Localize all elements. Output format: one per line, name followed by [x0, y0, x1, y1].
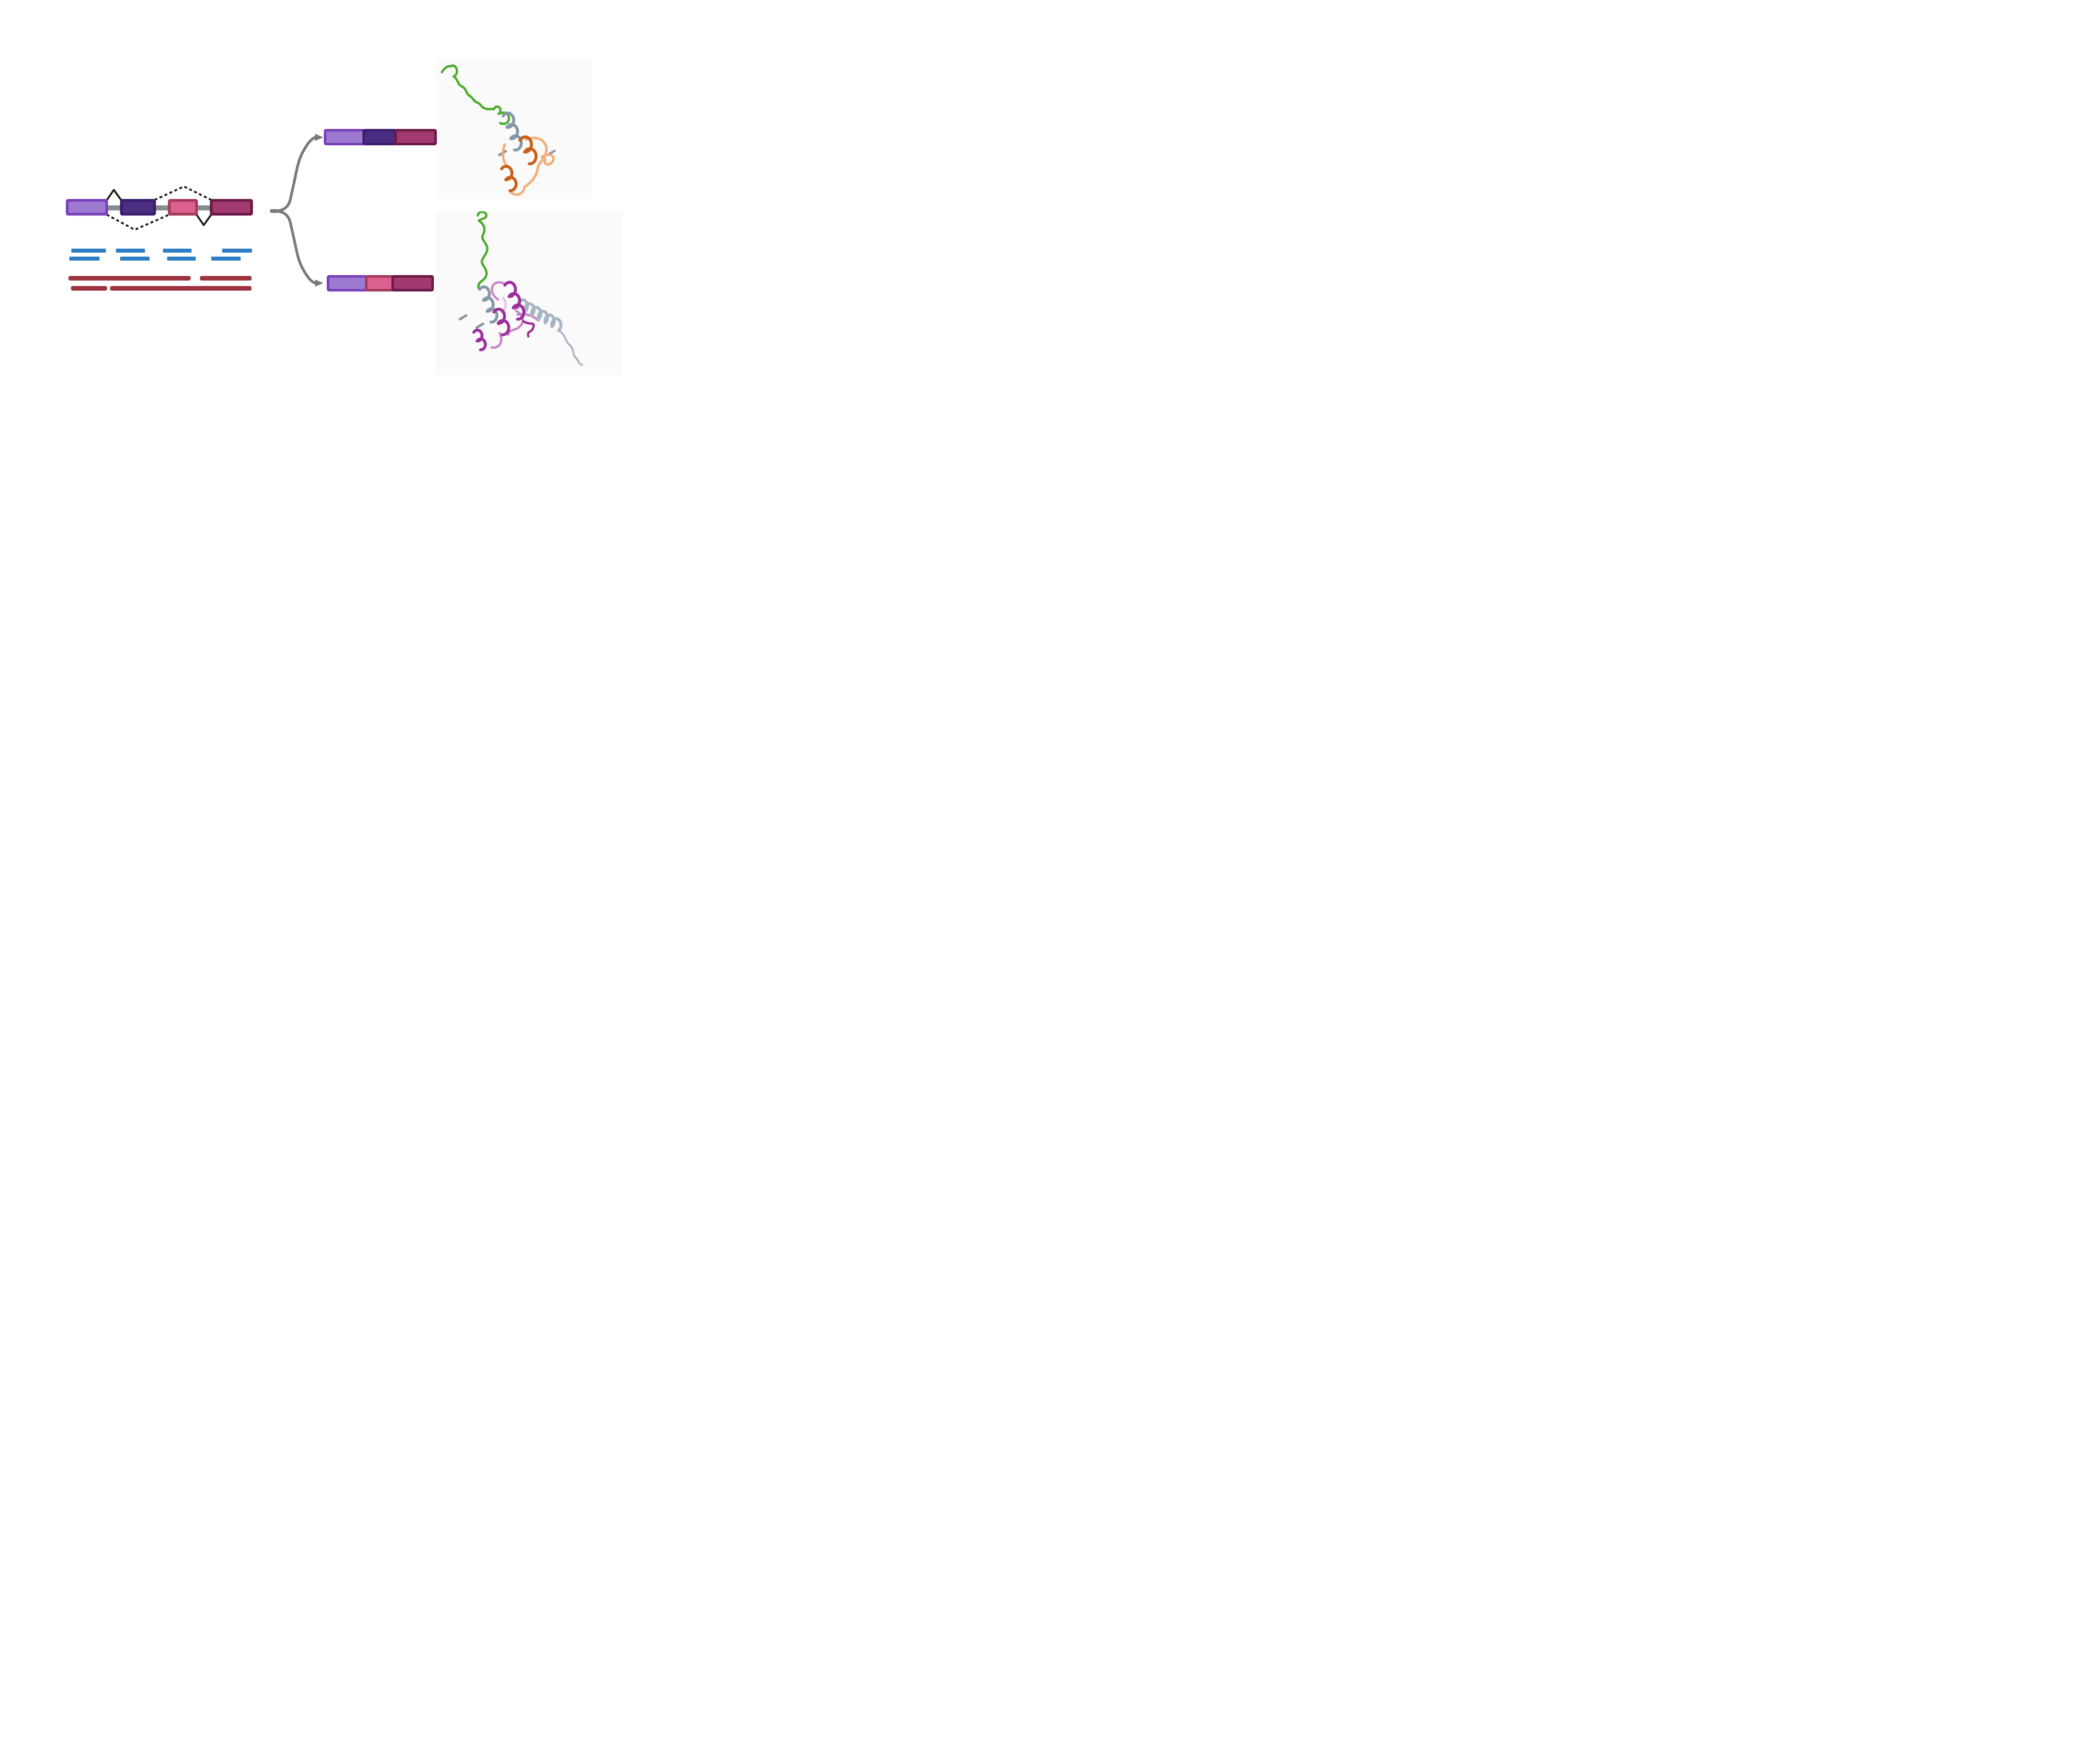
orange-domain-helices [500, 135, 538, 192]
gene-track [66, 185, 253, 231]
linker-helix-gray [459, 285, 499, 329]
short-read-r2-1 [69, 257, 100, 261]
arrow-to-isoform-2 [276, 210, 317, 285]
exon-1 [66, 199, 108, 216]
brace-stub [270, 209, 278, 213]
branch-arrows [270, 134, 323, 287]
short-read-r1-4 [222, 249, 252, 253]
long-read-r2-2 [110, 286, 252, 291]
splice-exon3-exon4 [196, 214, 212, 226]
short-read-r1-1 [71, 249, 106, 253]
splice-exon2-exon4 [154, 185, 212, 201]
isoform-1-segment-exon4 [394, 129, 437, 145]
isoform-2-segment-exon4 [391, 275, 434, 291]
arrowhead-icon [315, 134, 323, 141]
long-read-r1-2 [200, 276, 252, 281]
intron-line [70, 205, 250, 210]
arrowhead-icon [315, 279, 323, 287]
splice-exon1-exon3 [106, 213, 170, 231]
short-read-r2-3 [167, 257, 196, 261]
short-read-r2-4 [211, 257, 241, 261]
exon-3 [168, 199, 198, 216]
purple-domain-helices [472, 281, 535, 352]
isoform-1-segment-exon1 [324, 129, 365, 145]
long-read-r2-1 [71, 286, 107, 291]
short-read-r1-3 [163, 249, 192, 253]
long-reads-track [68, 276, 252, 291]
splice-exon1-exon2 [106, 189, 122, 201]
protein-panel [436, 211, 623, 376]
isoform-bars [324, 129, 437, 291]
isoform-2 [327, 275, 434, 291]
long-read-r1-1 [68, 276, 191, 281]
exon-2 [120, 199, 156, 216]
short-read-r2-2 [120, 257, 150, 261]
arrow-to-isoform-1 [276, 136, 317, 213]
isoform-1-segment-exon2 [362, 129, 397, 145]
exon-4 [210, 199, 253, 216]
protein-structure-isoform-1 [437, 57, 592, 200]
isoform-2-segment-exon3 [365, 275, 394, 291]
isoform-1 [324, 129, 437, 145]
splicing-diagram [66, 129, 437, 291]
n-terminal-coil-green [441, 64, 510, 125]
figure-canvas [0, 0, 630, 441]
n-terminal-coil-green [477, 211, 488, 290]
isoform-2-segment-exon1 [327, 275, 368, 291]
protein-panel [437, 57, 592, 200]
short-reads-track [69, 249, 252, 261]
protein-structure-isoform-2 [436, 211, 623, 376]
short-read-r1-2 [116, 249, 145, 253]
